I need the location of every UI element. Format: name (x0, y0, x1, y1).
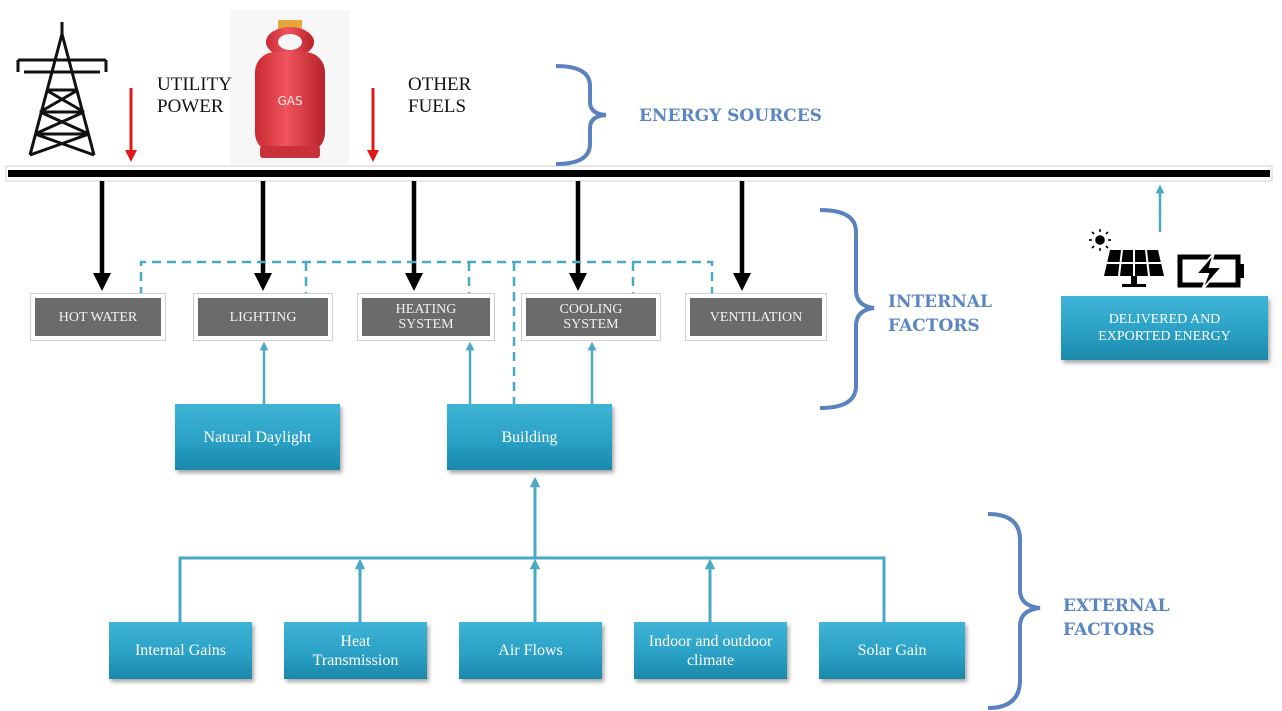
dashed-distribution-lines (139, 260, 714, 404)
external-tree-line (178, 556, 886, 622)
cooling-system-box: COOLING SYSTEM (526, 298, 656, 336)
ventilation-label: VENTILATION (709, 309, 803, 325)
solar-panel-icon (1104, 249, 1164, 287)
hot-water-box: HOT WATER (35, 298, 161, 336)
natural-daylight-box: Natural Daylight (175, 404, 340, 470)
bracket-energy-sources (555, 64, 607, 166)
cooling-system-label: COOLING SYSTEM (559, 302, 623, 332)
energy-sources-label: ENERGY SOURCES (639, 106, 822, 126)
solar-gain-label: Solar Gain (857, 642, 927, 659)
other-fuels-label: OTHER FUELS (408, 74, 472, 117)
gas-label: GAS (277, 94, 302, 108)
utility-power-label: UTILITY POWER (157, 74, 232, 117)
air-flows-box: Air Flows (459, 622, 602, 679)
bracket-external-factors (987, 512, 1041, 710)
building-label: Building (501, 428, 558, 446)
building-box: Building (447, 404, 612, 470)
indoor-outdoor-climate-label: Indoor and outdoor climate (648, 632, 773, 669)
delivered-exported-energy-label: DELIVERED AND EXPORTED ENERGY (1098, 312, 1231, 344)
natural-daylight-label: Natural Daylight (203, 428, 312, 446)
heating-system-box: HEATING SYSTEM (362, 298, 490, 336)
hot-water-label: HOT WATER (58, 309, 138, 325)
internal-gains-box: Internal Gains (109, 622, 252, 679)
heat-transmission-box: Heat Transmission (284, 622, 427, 679)
indoor-outdoor-climate-box: Indoor and outdoor climate (634, 622, 787, 679)
internal-gains-label: Internal Gains (134, 642, 227, 659)
ventilation-box: VENTILATION (690, 298, 822, 336)
solar-gain-box: Solar Gain (819, 622, 965, 679)
lighting-box: LIGHTING (198, 298, 328, 336)
sun-icon (1089, 229, 1111, 251)
heat-transmission-label: Heat Transmission (312, 632, 399, 669)
air-flows-label: Air Flows (498, 642, 563, 659)
lighting-label: LIGHTING (229, 309, 297, 325)
bracket-internal-factors (819, 208, 875, 410)
power-tower-icon (16, 22, 108, 157)
internal-factors-label: INTERNAL FACTORS (888, 292, 992, 336)
gas-cylinder-icon: GAS (230, 10, 349, 164)
battery-icon (1177, 252, 1244, 291)
external-factors-label: EXTERNAL FACTORS (1063, 596, 1170, 640)
heating-system-label: HEATING SYSTEM (395, 302, 457, 332)
delivered-exported-energy-box: DELIVERED AND EXPORTED ENERGY (1061, 296, 1268, 360)
